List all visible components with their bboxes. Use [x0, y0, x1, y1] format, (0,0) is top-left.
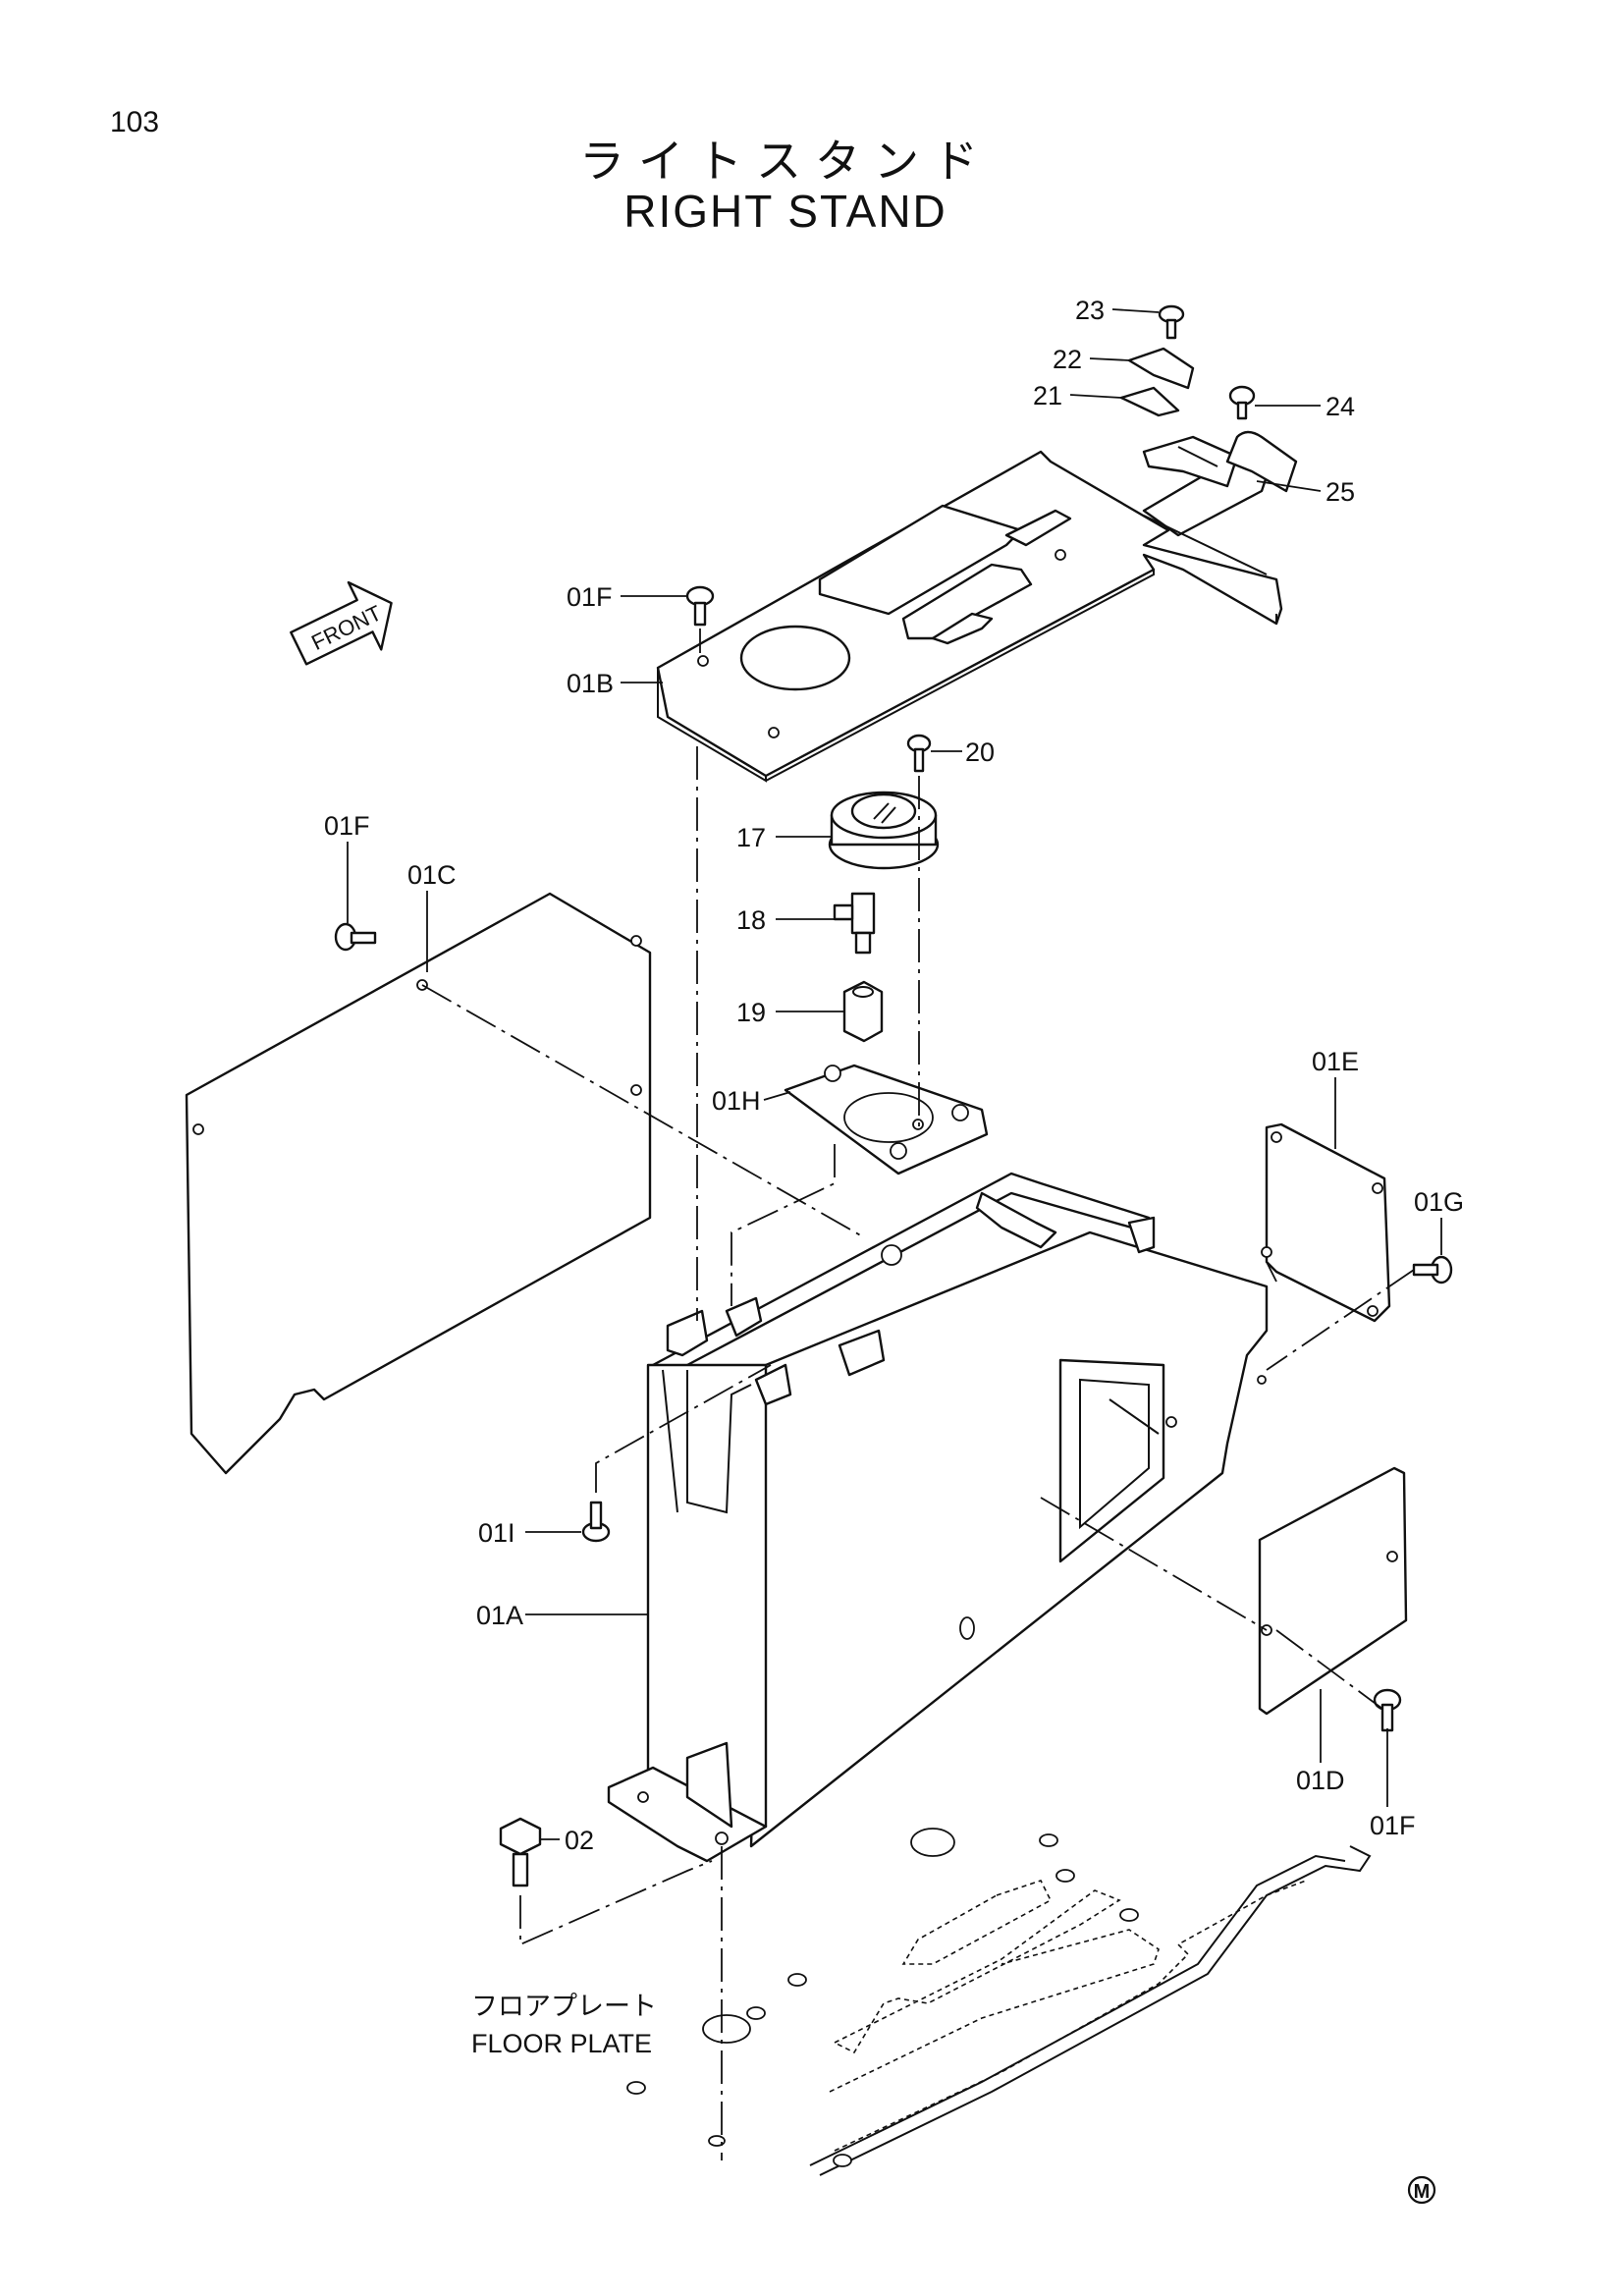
callout-17: 17: [736, 823, 766, 852]
callout-01h: 01H: [712, 1086, 761, 1116]
front-direction-marker: FRONT: [290, 580, 393, 666]
assembly-centerlines: [421, 629, 1415, 2160]
callout-01d: 01D: [1296, 1766, 1345, 1795]
callout-labels: 23 22 21 24 25 01F 01B 20 17 01F 01C 18 …: [324, 296, 1464, 1855]
fasteners: [334, 585, 1453, 1887]
bracket-parts: [1119, 304, 1298, 493]
callout-01f-top: 01F: [567, 582, 613, 612]
page-number: 103: [110, 106, 160, 138]
callout-20: 20: [965, 738, 995, 767]
callout-01f-left: 01F: [324, 811, 370, 841]
page-title: RIGHT STAND: [623, 186, 947, 237]
callout-21: 21: [1033, 381, 1062, 410]
floor-plate-label-japanese: フロアプレート: [471, 1992, 657, 2022]
top-cover: [656, 450, 1283, 783]
floor-plate-label: FLOOR PLATE: [471, 2029, 652, 2058]
light-assembly: [784, 734, 989, 1175]
callout-25: 25: [1325, 477, 1355, 507]
callout-18: 18: [736, 905, 766, 935]
callout-01a: 01A: [476, 1601, 523, 1630]
corner-mark: M: [1407, 2175, 1436, 2205]
main-stand-body: [607, 1172, 1269, 1863]
side-cover-panel: [185, 892, 652, 1475]
callout-01e: 01E: [1312, 1047, 1359, 1076]
callout-01i: 01I: [478, 1518, 515, 1548]
callout-01c: 01C: [407, 860, 457, 890]
callout-24: 24: [1325, 392, 1355, 421]
cover-plate-lower: [1258, 1466, 1408, 1716]
callout-02: 02: [565, 1826, 594, 1855]
page-title-japanese: ライトスタンド: [579, 135, 992, 188]
callout-01f-right: 01F: [1370, 1811, 1416, 1840]
callout-23: 23: [1075, 296, 1105, 325]
callout-01b: 01B: [567, 669, 614, 698]
floor-plate: [626, 1828, 1372, 2176]
callout-leaders: [347, 308, 1442, 1840]
cover-plate-upper: [1261, 1122, 1391, 1323]
corner-mark-letter: M: [1414, 2181, 1431, 2203]
callout-22: 22: [1053, 345, 1082, 374]
callout-19: 19: [736, 998, 766, 1027]
callout-01g: 01G: [1414, 1187, 1464, 1217]
